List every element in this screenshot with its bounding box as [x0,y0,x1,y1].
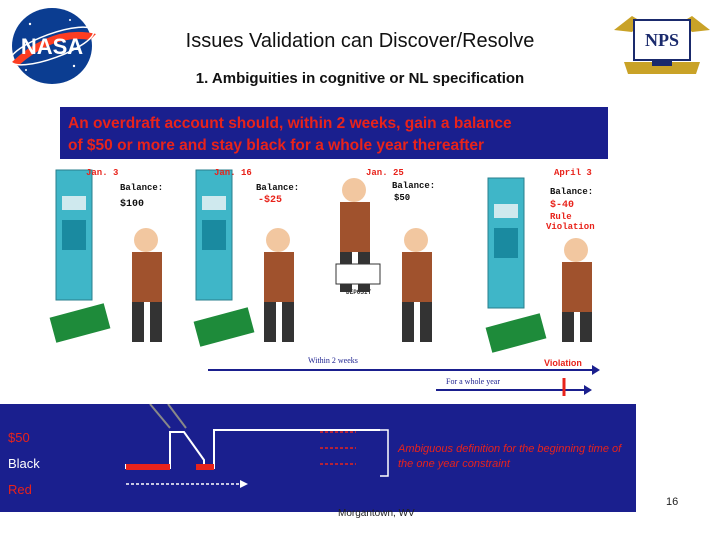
person-5 [562,238,592,342]
atm-machine-2 [195,169,233,301]
within-2-weeks-label: Within 2 weeks [308,356,358,365]
date-jan-16: Jan. 16 [214,168,252,178]
page-title: Issues Validation can Discover/Resolve [185,30,535,52]
atm-machine-1 [55,169,93,301]
balance-label-3: Balance: [392,181,435,191]
whole-year-label: For a whole year [446,377,500,386]
requirement-line-2: of $50 or more and stay black for a whol… [68,137,485,154]
date-jan-25: Jan. 25 [366,168,404,178]
step-diagonal-1 [149,404,171,429]
deposit-box [335,263,381,285]
balance-step-line [125,429,380,469]
date-jan-3: Jan. 3 [86,168,118,178]
violation-label: Violation [544,358,582,368]
balance-value-3: $50 [394,193,410,203]
rule-violation-line-1: Rule [550,212,572,222]
nps-logo-text: NPS [645,30,679,50]
ambiguity-bracket [380,429,389,477]
date-april-3: April 3 [554,168,592,178]
balance-value-1: $100 [120,198,144,210]
person-2 [264,228,294,342]
nps-logo: NPS [612,12,712,84]
nasa-logo-text: NASA [21,34,83,59]
page-subtitle: 1. Ambiguities in cognitive or NL specif… [195,70,525,87]
balance-label-1: Balance: [120,183,163,193]
atm-machine-4 [487,177,525,309]
ambiguity-note: Ambiguous definition for the beginning t… [398,443,622,470]
red-period-2 [196,464,214,470]
rule-violation-line-2: Violation [546,222,595,232]
step-diagonal-2 [167,404,187,429]
balance-label-4: Balance: [550,187,593,197]
deposit-label: DEPOSIT [346,289,372,296]
footer-location: Morgantown, WV [338,508,415,519]
requirement-line-1: An overdraft account should, within 2 we… [68,115,512,132]
label-50: $50 [8,430,30,445]
balance-value-2: -$25 [258,194,282,206]
atm-illustration: Jan. 3 Balance: $100 Jan. 16 Balance: -$… [36,160,636,404]
money-bill-1 [49,303,111,343]
person-4 [402,228,432,342]
page-number: 16 [666,496,679,508]
timeline-band: $50 Black Red [0,404,636,512]
money-bill-2 [193,307,255,347]
balance-label-2: Balance: [256,183,299,193]
balance-value-4: $-40 [550,199,574,211]
red-period-1 [126,464,170,470]
requirement-box: An overdraft account should, within 2 we… [60,107,608,159]
money-bill-4 [485,313,547,353]
label-black: Black [8,456,40,471]
person-1 [132,228,162,342]
label-red: Red [8,482,32,497]
nasa-logo: NASA [4,4,104,88]
